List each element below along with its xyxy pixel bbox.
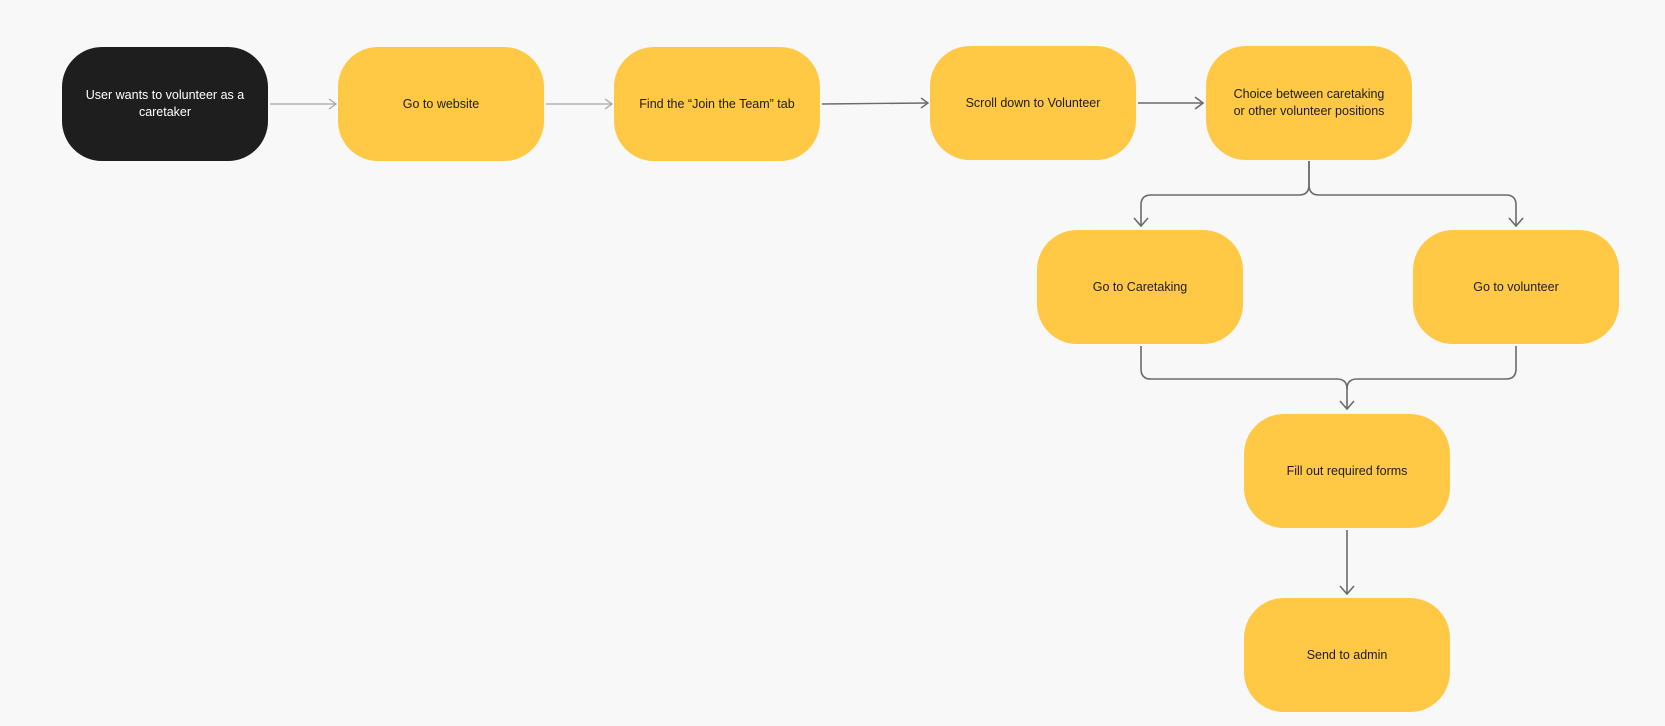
node-send-to-admin-label: Send to admin bbox=[1306, 647, 1388, 662]
node-go-to-caretaking-label: Go to Caretaking bbox=[1092, 279, 1188, 294]
connector-merge-to-forms bbox=[1140, 346, 1517, 411]
node-find-join-tab[interactable]: Find the “Join the Team” tab bbox=[614, 47, 820, 161]
node-choice[interactable]: Choice between caretaking or other volun… bbox=[1206, 46, 1412, 160]
connector-choice-branch bbox=[1133, 161, 1524, 228]
node-scroll-to-volunteer-label: Scroll down to Volunteer bbox=[965, 95, 1101, 110]
node-start-label: User wants to volunteer as a caretaker bbox=[85, 88, 245, 119]
connector-website-to-join-tab bbox=[546, 98, 614, 110]
node-go-to-website[interactable]: Go to website bbox=[338, 47, 544, 161]
node-go-to-volunteer[interactable]: Go to volunteer bbox=[1413, 230, 1619, 344]
node-go-to-volunteer-label: Go to volunteer bbox=[1473, 279, 1559, 294]
node-fill-out-forms[interactable]: Fill out required forms bbox=[1244, 414, 1450, 528]
node-go-to-caretaking[interactable]: Go to Caretaking bbox=[1037, 230, 1243, 344]
connector-forms-to-admin bbox=[1339, 530, 1355, 596]
connector-join-tab-to-scroll bbox=[821, 97, 930, 109]
connector-start-to-website bbox=[270, 98, 338, 110]
node-scroll-to-volunteer[interactable]: Scroll down to Volunteer bbox=[930, 46, 1136, 160]
node-start[interactable]: User wants to volunteer as a caretaker bbox=[62, 47, 268, 161]
connector-scroll-to-choice bbox=[1138, 96, 1205, 110]
node-fill-out-forms-label: Fill out required forms bbox=[1286, 463, 1408, 478]
node-choice-label: Choice between caretaking or other volun… bbox=[1233, 87, 1385, 118]
node-go-to-website-label: Go to website bbox=[402, 96, 480, 111]
node-find-join-tab-label: Find the “Join the Team” tab bbox=[639, 96, 795, 111]
node-send-to-admin[interactable]: Send to admin bbox=[1244, 598, 1450, 712]
